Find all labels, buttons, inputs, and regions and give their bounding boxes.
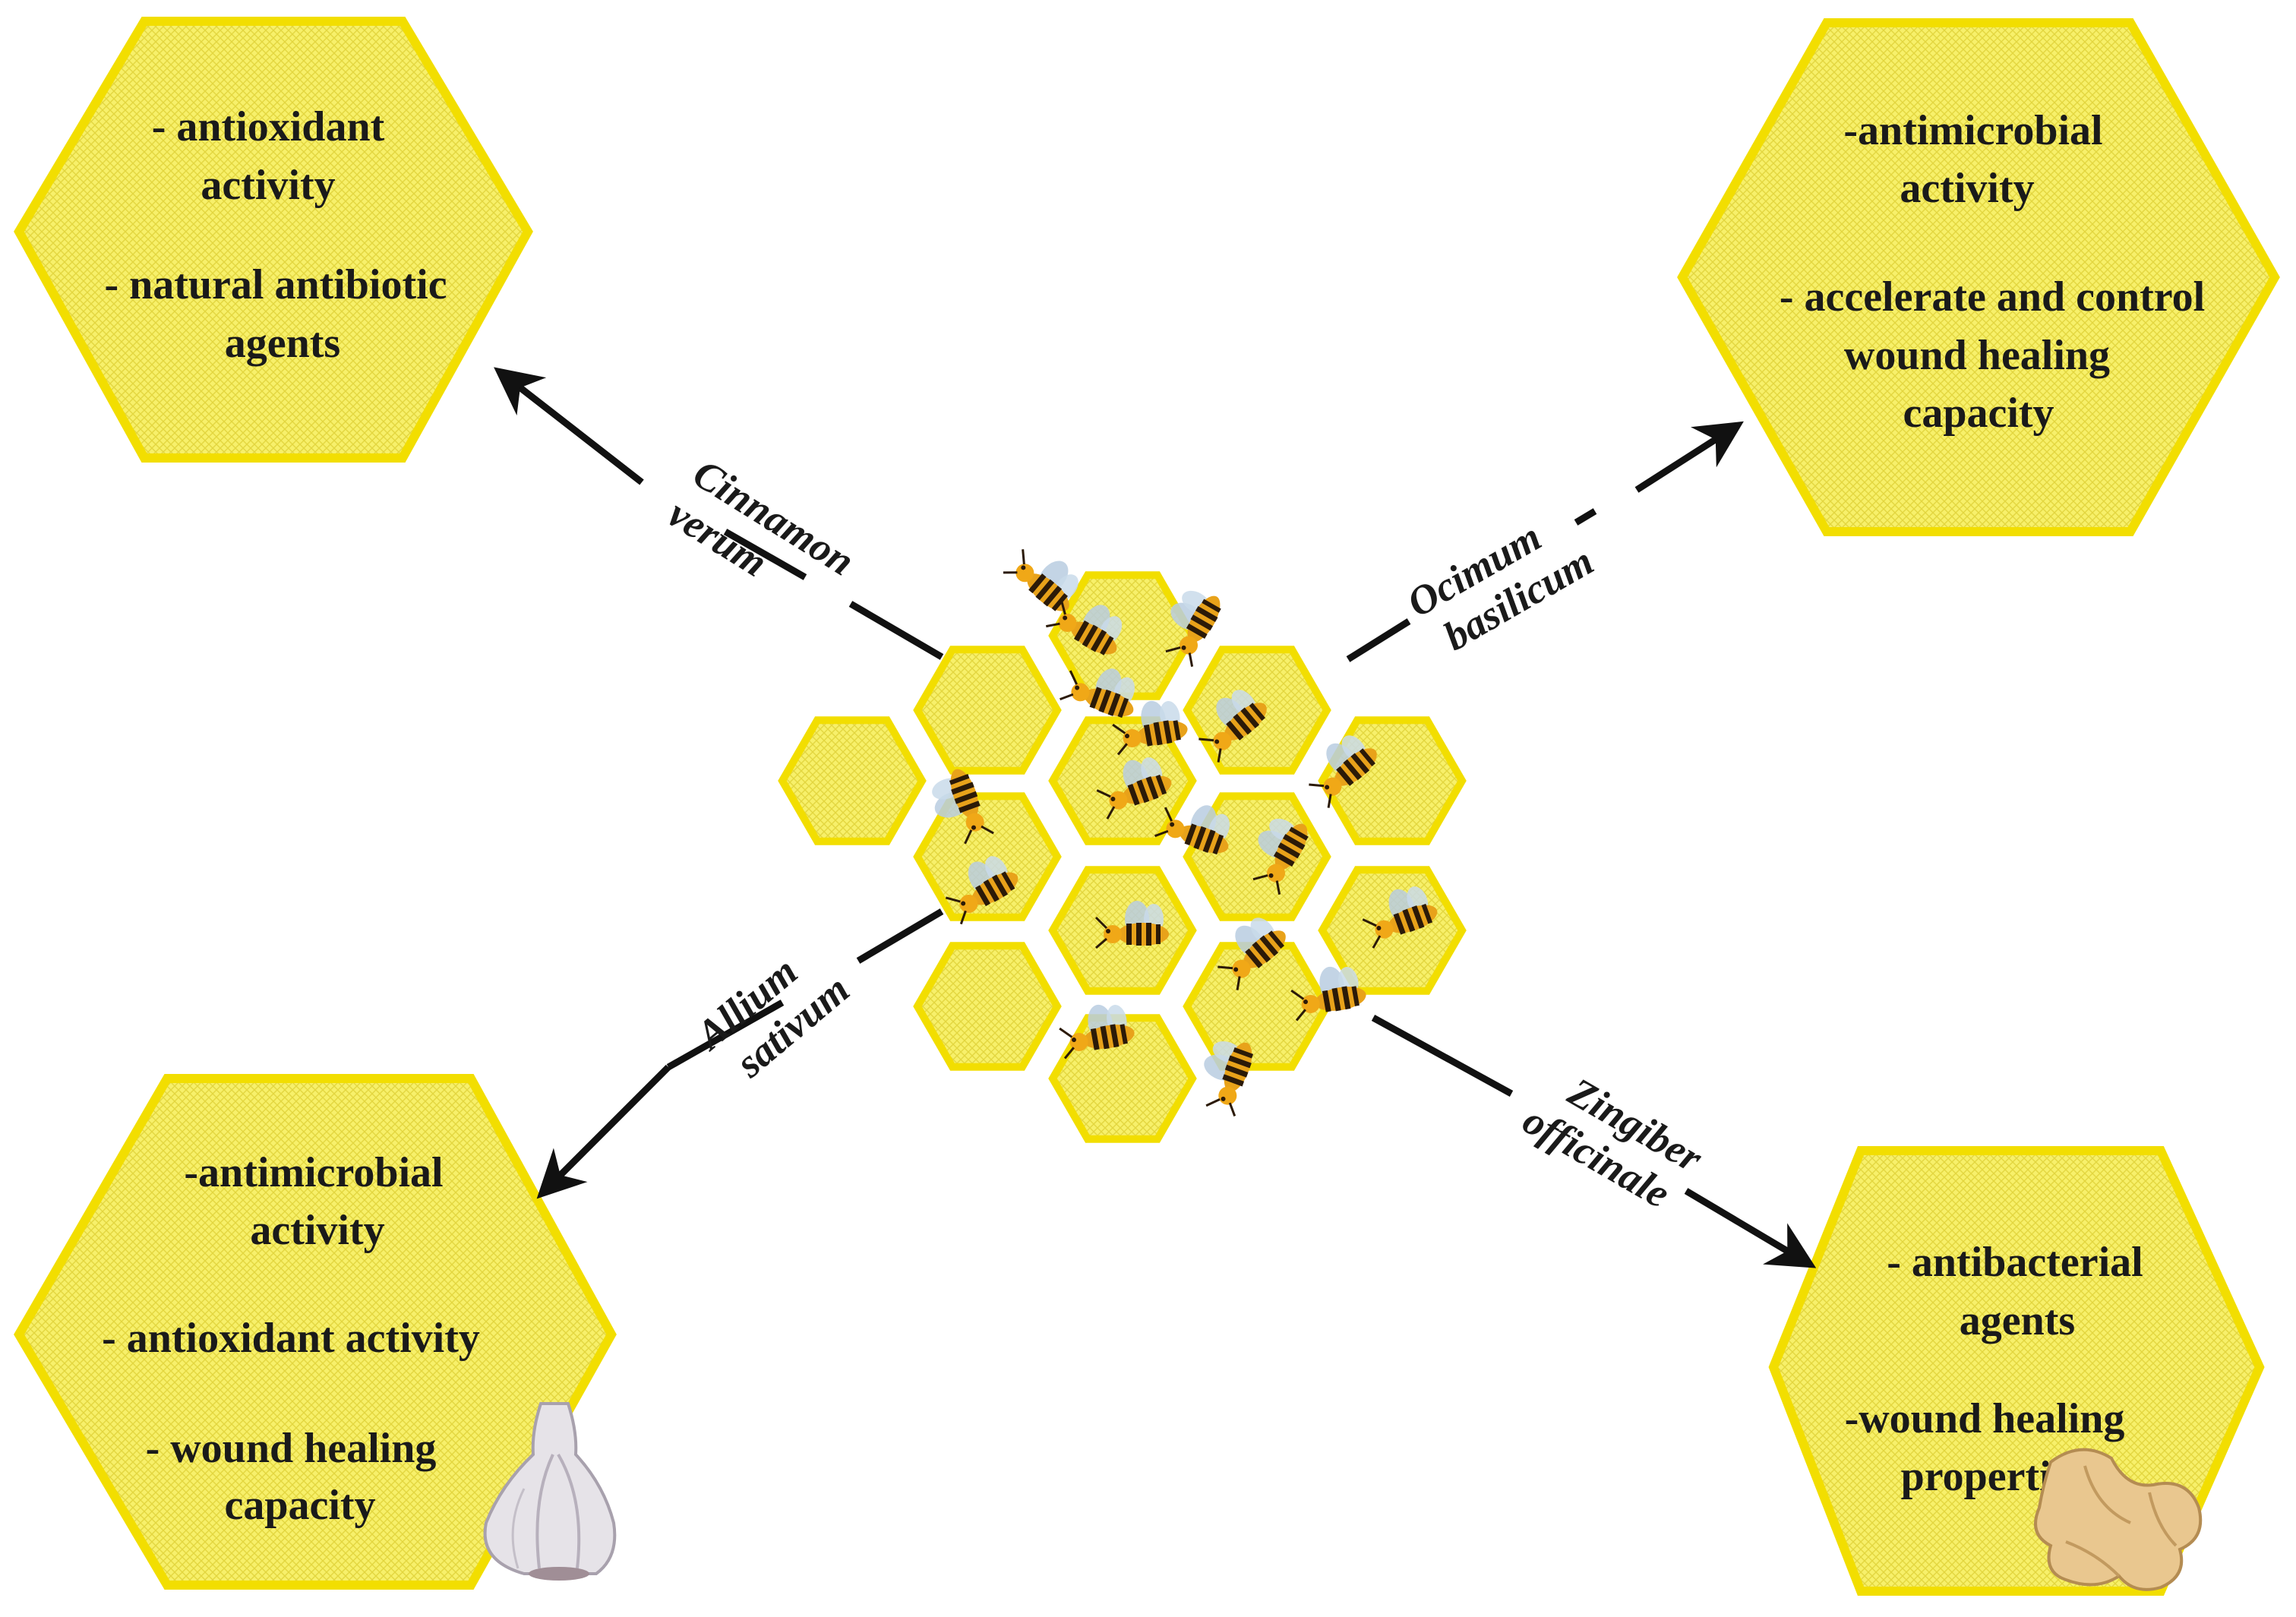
hexagon-box-bottom-right: - antibacterial agents -wound healing pr… <box>1768 1146 2265 1596</box>
box-line: capacity <box>224 1482 375 1529</box>
box-line: -antimicrobial <box>1843 107 2102 154</box>
svg-text:Ocimum basilicum: Ocimum basilicum <box>1400 497 1601 667</box>
box-line: activity <box>1900 165 2034 212</box>
honeycomb-cell <box>913 942 1062 1071</box>
box-line: -wound healing <box>1845 1395 2125 1442</box>
arrow-zingiber <box>1371 1015 1817 1268</box>
honeycomb-icon <box>778 571 1467 1143</box>
box-line: - antibacterial <box>1887 1239 2143 1286</box>
box-line: capacity <box>1903 390 2054 437</box>
box-line: - accelerate and control <box>1780 273 2205 321</box>
honeycomb-cell <box>1048 1014 1197 1143</box>
hexagon-box-top-right: -antimicrobial activity - accelerate and… <box>1677 17 2280 536</box>
garlic-icon <box>483 1402 617 1581</box>
honeycomb-cell <box>1048 571 1197 700</box>
box-line: wound healing <box>1844 332 2110 379</box>
box-line: agents <box>1960 1297 2075 1344</box>
svg-text:-antimicrobial activity: -antimicrobial activity - antioxidant ac… <box>102 1149 491 1529</box>
arrow-allium <box>536 908 944 1199</box>
ginger-icon <box>2034 1448 2203 1591</box>
box-line: - antioxidant <box>152 103 385 150</box>
box-line: agents <box>225 320 340 367</box>
svg-text:- antioxidant activity: - antioxidant activity - natural antibio… <box>104 103 457 367</box>
honeycomb-cell <box>778 716 927 845</box>
honeycomb-cell <box>913 792 1062 921</box>
svg-text:Zingiber officinale: Zingiber officinale <box>1515 1056 1719 1227</box>
box-line: - antioxidant activity <box>102 1315 480 1362</box>
svg-text:Cinnamon verum: Cinnamon verum <box>660 450 870 630</box>
svg-text:-antimicrobial activity: -antimicrobial activity - accelerate and… <box>1780 107 2215 437</box>
arrow-cinnamon <box>494 367 944 660</box>
plant-label-zingiber: Zingiber officinale <box>1515 1056 1719 1227</box>
honeycomb-cell <box>1183 942 1331 1071</box>
plant-label-cinnamon: Cinnamon verum <box>660 450 870 630</box>
box-line: -antimicrobial <box>184 1149 443 1196</box>
plant-label-allium: Allium sativum <box>686 930 857 1095</box>
hexagon-box-bottom-left: -antimicrobial activity - antioxidant ac… <box>14 1074 617 1590</box>
box-line: activity <box>250 1207 384 1254</box>
plant-label-ocimum: Ocimum basilicum <box>1400 497 1601 667</box>
svg-text:Allium sativum: Allium sativum <box>686 930 857 1095</box>
honeycomb-cell <box>913 646 1062 775</box>
box-line: activity <box>201 162 335 209</box>
arrow-ocimum <box>1346 421 1744 662</box>
hexagon-box-top-left: - antioxidant activity - natural antibio… <box>14 17 533 463</box>
box-line: - natural antibiotic <box>104 261 447 308</box>
box-line: - wound healing <box>146 1425 437 1472</box>
